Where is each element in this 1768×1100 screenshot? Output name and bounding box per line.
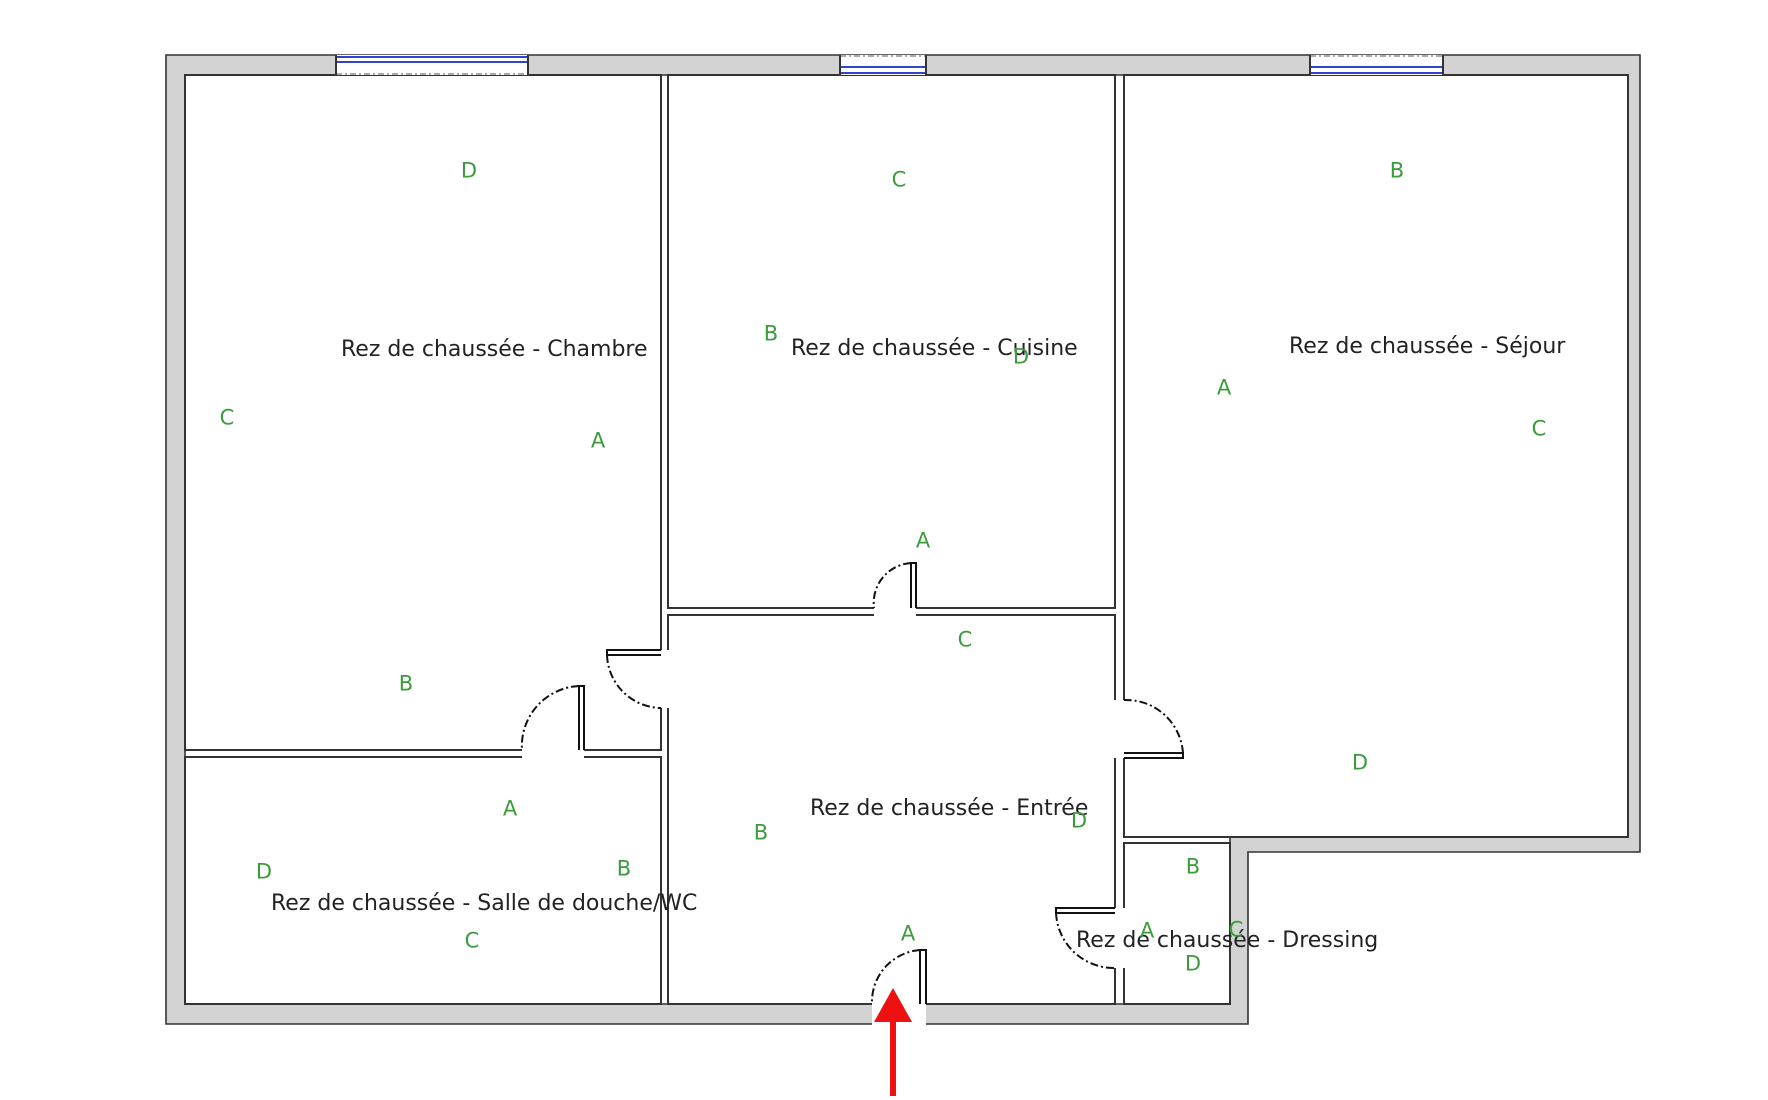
door-gap-chambre-sdb (522, 749, 584, 759)
room-label-entree: Rez de chaussée - Entrée (810, 796, 1089, 821)
room-label-chambre: Rez de chaussée - Chambre (341, 337, 648, 362)
wall-letter-dressing-b: B (1185, 854, 1201, 879)
room-label-dressing: Rez de chaussée - Dressing (1076, 928, 1379, 953)
wall-letter-chambre-c: C (219, 405, 235, 430)
room-label-sdb: Rez de chaussée - Salle de douche/WC (271, 891, 698, 916)
door-chambre-entree-arc (606, 654, 662, 709)
room-outline-sejour (1123, 74, 1629, 838)
window-cuisine (839, 55, 927, 75)
wall-letter-sejour-b: B (1389, 158, 1405, 183)
wall-letter-sdb-c: C (464, 928, 480, 953)
door-chambre-entree (606, 649, 661, 656)
wall-letter-dressing-c: C (1228, 917, 1244, 942)
door-gap-sejour (1113, 700, 1126, 758)
wall-letter-sejour-a: A (1216, 375, 1232, 400)
wall-letter-cuisine-b: B (763, 321, 779, 346)
door-chambre-sdb (578, 685, 585, 750)
wall-letter-entree-d: D (1070, 808, 1088, 833)
wall-letter-entree-c: C (957, 627, 973, 652)
room-label-sejour: Rez de chaussée - Séjour (1289, 334, 1566, 359)
door-sejour-arc (1123, 698, 1184, 754)
door-sejour (1124, 752, 1184, 759)
wall-letter-sdb-d: D (255, 859, 273, 884)
wall-letter-chambre-b: B (398, 671, 414, 696)
window-sejour (1309, 55, 1444, 75)
wall-letter-cuisine-a: A (915, 528, 931, 553)
door-gap-chambre-entree (659, 650, 670, 708)
room-label-cuisine: Rez de chaussée - Cuisine (791, 336, 1078, 361)
door-chambre-sdb-arc (520, 685, 580, 751)
door-dressing (1055, 907, 1115, 914)
door-entrance-arc (870, 949, 921, 1005)
door-cuisine (910, 562, 917, 608)
door-dressing-arc (1055, 912, 1116, 970)
wall-letter-entree-b: B (753, 820, 769, 845)
outer-walls (165, 54, 1641, 1025)
room-outline-sdb (184, 756, 662, 1005)
wall-letter-sdb-b: B (616, 856, 632, 881)
door-cuisine-arc (872, 562, 912, 609)
window-chambre (335, 55, 529, 75)
wall-letter-entree-a: A (900, 921, 916, 946)
arrow-up-icon (874, 988, 912, 1096)
wall-letter-sdb-a: A (502, 796, 518, 821)
wall-letter-dressing-a: A (1139, 918, 1155, 943)
door-entrance (919, 949, 927, 1004)
room-outline-chambre (184, 74, 662, 751)
wall-letter-dressing-d: D (1184, 951, 1202, 976)
wall-letter-cuisine-d: D (1012, 344, 1030, 369)
wall-letter-sejour-d: D (1351, 750, 1369, 775)
wall-letter-sejour-c: C (1531, 416, 1547, 441)
door-gap-dressing (1113, 908, 1126, 968)
door-gap-cuisine (874, 606, 916, 617)
wall-letter-chambre-a: A (590, 428, 606, 453)
wall-letter-chambre-d: D (460, 158, 478, 183)
wall-letter-cuisine-c: C (891, 167, 907, 192)
